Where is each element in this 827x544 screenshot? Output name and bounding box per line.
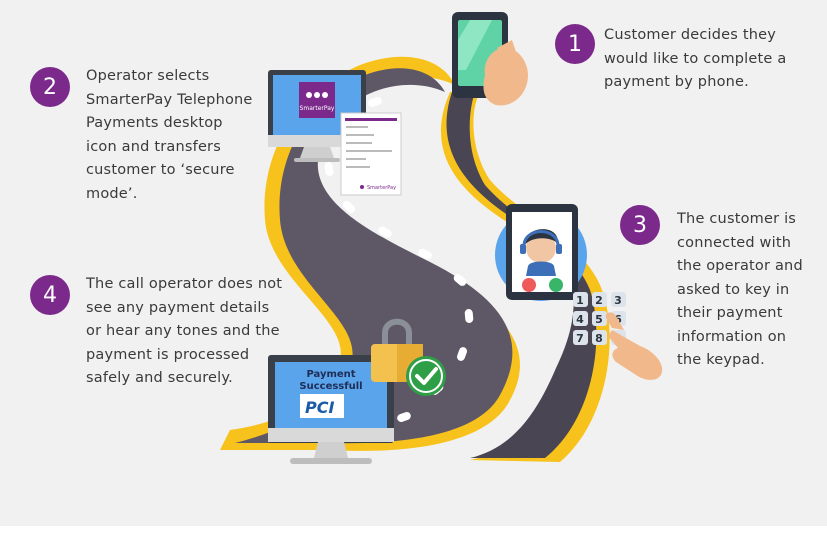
bottom-monitor-icon: Payment Successfull PCI	[268, 355, 394, 464]
step-1-text: Customer decides they would like to comp…	[604, 27, 787, 90]
keypad-key-5: 5	[595, 313, 603, 326]
step-2-text: Operator selects SmarterPay Telephone Pa…	[86, 68, 253, 202]
operator-headset-icon	[495, 204, 587, 301]
keypad-key-1: 1	[576, 294, 584, 307]
keypad-key-7: 7	[576, 332, 584, 345]
desktop-monitor-icon: SmarterPay	[268, 70, 366, 162]
keypad-key-3: 3	[614, 294, 622, 307]
step-3-text: The customer is connected with the opera…	[677, 211, 803, 368]
winding-road	[220, 56, 610, 462]
keypad-icon: 1 2 3 4 5 6 7 8 9	[573, 292, 626, 345]
step-3-badge: 3	[620, 205, 660, 245]
road-illustration: SmarterPay SmarterPay	[220, 12, 663, 464]
payment-flow-diagram: SmarterPay SmarterPay	[0, 0, 827, 526]
step-4-badge: 4	[30, 275, 70, 315]
keypad-key-6: 6	[614, 313, 622, 326]
document-logo: SmarterPay	[367, 185, 396, 191]
check-icon	[406, 356, 446, 396]
step-1-badge: 1	[555, 24, 595, 64]
step-4-text: The call operator does not see any payme…	[86, 276, 283, 386]
payment-message-line1: Payment	[306, 369, 355, 380]
payment-message-line2: Successfull	[299, 381, 362, 392]
pointing-hand-icon	[605, 312, 663, 380]
keypad-key-8: 8	[595, 332, 603, 345]
pci-logo: PCI	[305, 398, 334, 417]
step-2-badge: 2	[30, 67, 70, 107]
keypad-key-4: 4	[576, 313, 584, 326]
hand-icon	[483, 40, 528, 106]
document-icon: SmarterPay	[340, 112, 402, 196]
keypad-key-2: 2	[595, 294, 603, 307]
top-monitor-logo: SmarterPay	[300, 105, 335, 112]
